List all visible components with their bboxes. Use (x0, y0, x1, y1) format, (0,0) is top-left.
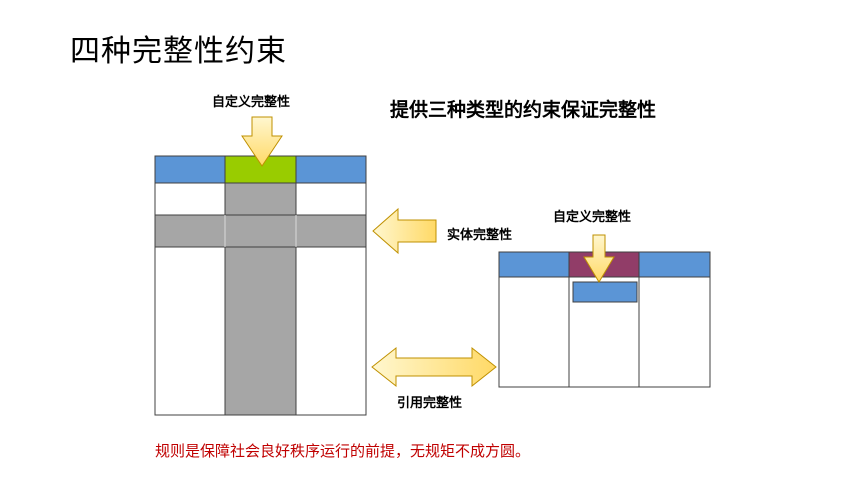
right-table (498, 251, 711, 388)
right-table-value-cell (572, 281, 638, 303)
label-entity: 实体完整性 (447, 228, 513, 243)
slide-title: 四种完整性约束 (70, 34, 287, 69)
subtitle: 提供三种类型的约束保证完整性 (390, 99, 657, 121)
left-arrow-icon (372, 207, 437, 255)
down-arrow-icon (241, 116, 283, 167)
right-table-header-col1 (499, 252, 569, 277)
label-user-defined-left: 自定义完整性 (212, 95, 291, 110)
left-table-header-col3 (296, 156, 366, 183)
down-arrow-icon (583, 234, 615, 283)
footer-note: 规则是保障社会良好秩序运行的前提，无规矩不成方圆。 (155, 442, 531, 460)
right-table-header-col3 (639, 252, 710, 277)
label-user-defined-right: 自定义完整性 (553, 210, 632, 225)
label-referential: 引用完整性 (397, 396, 463, 411)
left-table-gray-row (154, 214, 367, 248)
left-table (154, 155, 367, 416)
left-table-header-col1 (155, 156, 225, 183)
double-arrow-icon (371, 346, 497, 388)
